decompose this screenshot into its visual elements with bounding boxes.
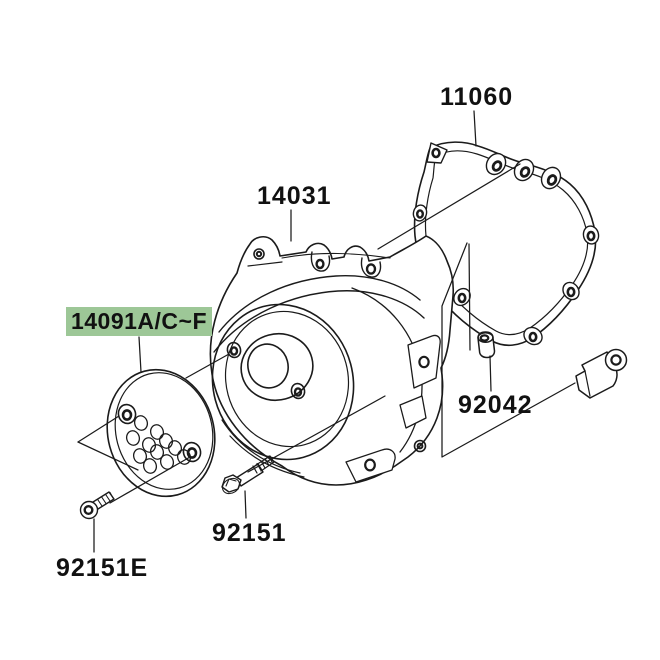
bracket-drawing [575, 348, 628, 399]
cover-plate-drawing [106, 368, 216, 498]
part-label-14031: 14031 [257, 182, 332, 210]
alternator-cover-drawing [209, 235, 455, 486]
part-label-11060: 11060 [440, 83, 514, 111]
gasket-drawing [412, 141, 600, 347]
part-label-92151E: 92151E [56, 554, 149, 582]
socket-screw-drawing [79, 491, 115, 520]
part-label-14091-highlighted: 14091A/C~F [66, 307, 212, 336]
part-label-92151: 92151 [212, 519, 287, 547]
bushing-drawing [477, 331, 496, 359]
leader-lines [77, 110, 576, 553]
part-label-92042: 92042 [458, 391, 533, 419]
